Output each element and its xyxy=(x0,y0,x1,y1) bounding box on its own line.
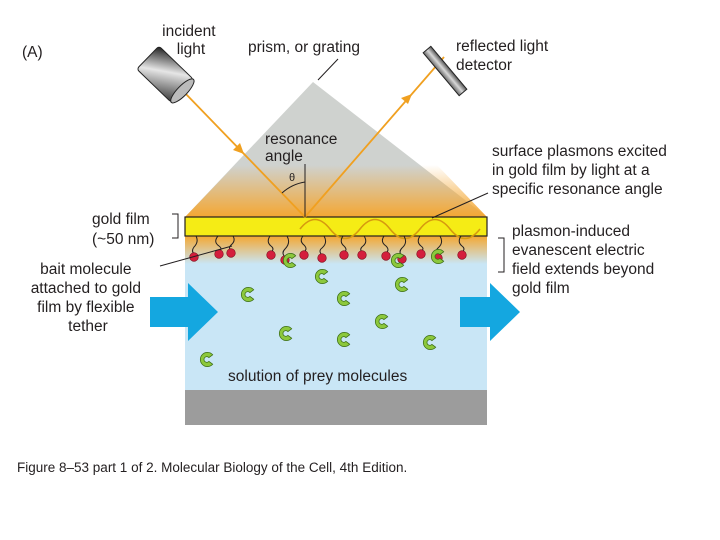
resonance-angle-label: resonance angle xyxy=(265,131,342,165)
detector-icon xyxy=(422,45,468,97)
gold-film-bracket xyxy=(172,213,179,239)
bait-molecule-icon xyxy=(457,250,467,260)
surface-plasmons-label: surface plasmons excited in gold film by… xyxy=(492,143,671,198)
plasmon-leader xyxy=(431,192,489,219)
bait-molecule-icon xyxy=(339,250,349,260)
light-source-icon xyxy=(137,46,195,104)
panel-label: (A) xyxy=(22,44,43,61)
theta-label: θ xyxy=(289,172,295,184)
flow-arrows xyxy=(150,283,520,341)
bait-molecule-icon xyxy=(317,253,327,263)
labels: (A) incident light prism, or grating ref… xyxy=(22,23,671,385)
flow-arrow-icon xyxy=(150,283,218,341)
incident-arrowhead xyxy=(233,143,244,154)
leader-lines xyxy=(159,58,505,273)
bait-molecule-icon xyxy=(299,250,309,260)
reflected-ray xyxy=(304,56,445,218)
base-plate xyxy=(185,390,487,425)
bait-molecule-icon xyxy=(266,250,276,260)
incident-ray xyxy=(183,91,306,218)
bait-molecule-icon xyxy=(214,249,224,259)
flow-arrow-icon xyxy=(460,283,520,341)
incident-light-label: incident light xyxy=(162,23,220,58)
bait-molecule-icon xyxy=(357,250,367,260)
reflected-arrowhead xyxy=(401,94,412,104)
gold-film xyxy=(184,216,488,237)
evanescent-bracket xyxy=(498,237,505,273)
figure-caption: Figure 8–53 part 1 of 2. Molecular Biolo… xyxy=(17,460,407,475)
reflected-detector-label: reflected light detector xyxy=(456,38,553,74)
prism-label: prism, or grating xyxy=(248,39,360,56)
bait-molecule-icon xyxy=(416,249,426,259)
prism-leader xyxy=(317,58,339,81)
gold-film-label: gold film (~50 nm) xyxy=(92,211,154,248)
evanescent-label: plasmon-induced evanescent electric fiel… xyxy=(512,223,659,297)
bait-molecule-icon xyxy=(226,248,236,258)
solution-label: solution of prey molecules xyxy=(228,368,407,385)
solution-region xyxy=(185,264,487,390)
bait-molecule-label: bait molecule attached to gold film by f… xyxy=(31,261,146,335)
angle-arc xyxy=(281,181,306,194)
prism-gradient xyxy=(185,165,487,217)
light-path xyxy=(183,56,445,218)
bait-molecule-icon xyxy=(381,251,391,261)
tethers xyxy=(192,235,465,258)
plasmon-wave xyxy=(299,218,481,240)
bait-leader xyxy=(159,245,233,267)
